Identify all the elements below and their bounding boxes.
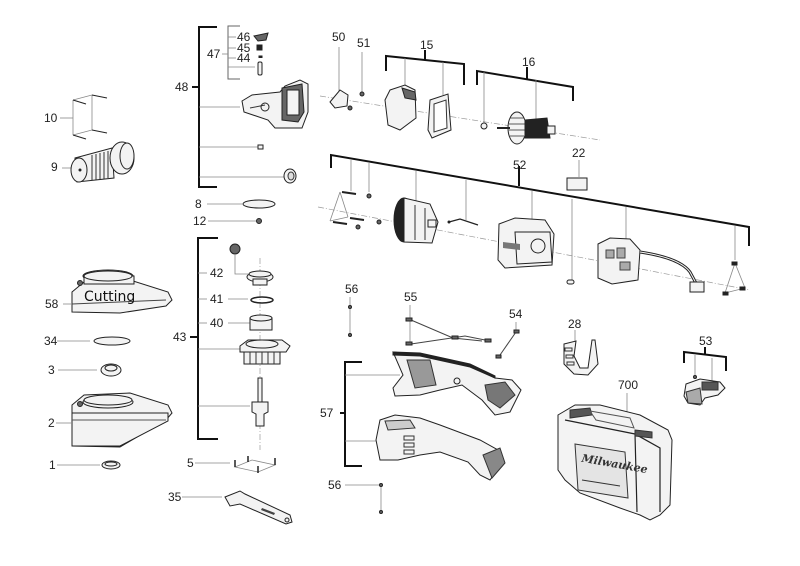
label-2: 2 — [48, 416, 55, 430]
part-48-gear-housing — [241, 79, 309, 129]
label-34: 34 — [44, 334, 58, 348]
part-12 — [256, 218, 262, 224]
label-52: 52 — [513, 158, 527, 172]
part-34-ring — [93, 336, 131, 346]
bracket-52 — [330, 153, 750, 260]
label-41: 41 — [210, 292, 224, 306]
part-5-screws — [233, 456, 277, 473]
label-47: 47 — [207, 47, 221, 61]
part-700-carrying-case: Milwaukee — [557, 404, 673, 521]
label-57: 57 — [320, 406, 334, 420]
label-12: 12 — [193, 214, 207, 228]
bracket-43 — [190, 237, 250, 440]
part-16-washer — [480, 122, 488, 130]
label-28: 28 — [568, 317, 582, 331]
label-53: 53 — [699, 334, 713, 348]
part-58-cutting-guard — [71, 269, 173, 314]
part-55-wires — [405, 305, 492, 346]
part-pin — [257, 61, 263, 76]
part-52-switch — [597, 237, 705, 293]
part-22-screw — [566, 279, 575, 285]
part-52-screws-left — [329, 191, 382, 230]
label-5: 5 — [187, 456, 194, 470]
part-1-nut — [101, 460, 121, 470]
label-55: 55 — [404, 290, 418, 304]
part-52-motor-housing — [497, 217, 555, 269]
part-52-stator — [393, 197, 439, 244]
label-15: 15 — [420, 38, 434, 52]
part-42-gear — [246, 270, 274, 286]
part-54-wire — [499, 331, 517, 356]
part-56-screw-top-a — [348, 305, 352, 309]
label-58: 58 — [45, 297, 59, 311]
part-spindle — [251, 377, 269, 427]
part-56-screw-bottom-a — [379, 483, 383, 487]
label-56-top: 56 — [345, 282, 359, 296]
part-2-guard — [71, 392, 173, 448]
part-57-handle-half-bottom — [375, 414, 506, 481]
part-56-screw-top-b — [348, 333, 352, 337]
part-15-fan-cover — [427, 93, 452, 139]
part-28-clip — [563, 330, 599, 376]
bracket-57 — [340, 361, 400, 467]
part-53-latch — [683, 378, 726, 406]
part-50-plate — [329, 89, 349, 109]
bracket-16 — [476, 67, 574, 123]
label-10: 10 — [44, 111, 58, 125]
bracket-47 — [222, 25, 255, 80]
label-35: 35 — [168, 490, 182, 504]
label-54: 54 — [509, 307, 523, 321]
label-48: 48 — [175, 80, 189, 94]
label-45: 45 — [237, 41, 251, 55]
part-46 — [253, 32, 269, 42]
label-46: 46 — [237, 30, 251, 44]
part-51-screw — [359, 91, 365, 97]
label-43: 43 — [173, 330, 187, 344]
part-51-screw-b — [347, 105, 353, 111]
label-16: 16 — [522, 55, 536, 69]
label-9: 9 — [51, 160, 58, 174]
label-40: 40 — [210, 316, 224, 330]
part-gear-case — [239, 339, 291, 365]
label-8: 8 — [195, 197, 202, 211]
bracket-48 — [192, 26, 285, 188]
label-42: 42 — [210, 266, 224, 280]
bracket-15 — [385, 50, 465, 95]
part-52-screws-right — [722, 261, 746, 296]
part-35-spanner-wrench — [224, 490, 293, 525]
label-22: 22 — [572, 146, 586, 160]
label-1: 1 — [49, 458, 56, 472]
label-700: 700 — [618, 378, 639, 392]
part-16-armature — [497, 111, 556, 145]
part-8-o-ring — [242, 199, 276, 209]
part-41-retaining-ring — [250, 296, 274, 304]
part-15-baffle — [384, 84, 417, 131]
annotation-cutting: Cutting — [84, 289, 136, 305]
part-53-screw — [693, 375, 697, 379]
label-50: 50 — [332, 30, 346, 44]
part-57-handle-half-top — [392, 351, 522, 416]
label-51: 51 — [357, 36, 371, 50]
part-bushing — [257, 144, 264, 150]
part-10-screws — [60, 94, 108, 140]
label-56-bottom: 56 — [328, 478, 342, 492]
label-3: 3 — [48, 363, 55, 377]
part-52-brush-wire — [447, 218, 479, 226]
part-40-bearing — [249, 314, 273, 331]
part-22-label — [566, 177, 588, 191]
bracket-53 — [683, 347, 727, 381]
part-nut — [229, 243, 241, 255]
part-9-side-handle — [62, 141, 135, 183]
label-44: 44 — [237, 51, 251, 65]
part-45 — [256, 44, 263, 51]
part-56-screw-bottom-b — [379, 510, 383, 514]
part-3-flange — [100, 363, 122, 377]
part-44 — [258, 55, 263, 58]
